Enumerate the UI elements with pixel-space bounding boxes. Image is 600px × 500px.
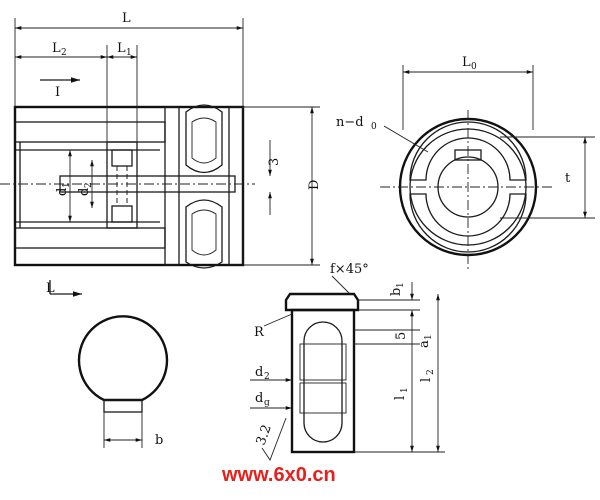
svg-text:2: 2	[426, 369, 436, 375]
label-L2: L	[52, 41, 61, 56]
label-L: L	[122, 11, 131, 26]
watermark: www.6x0.cn	[221, 464, 336, 486]
svg-text:1: 1	[424, 334, 434, 340]
label-roughness: 3.2	[254, 423, 275, 448]
pin-view: f×45° b 1 5 a 1 R l 1 l 2 d 2 d g 3.2	[250, 262, 445, 461]
label-fx45: f×45°	[330, 262, 369, 277]
label-n-d0: n−d	[336, 115, 364, 130]
label-L0: L	[462, 55, 471, 70]
pin-hole	[106, 141, 138, 229]
label-l2: l	[419, 378, 434, 382]
label-b1: b	[389, 288, 404, 296]
label-d1: d	[55, 188, 70, 196]
label-b: b	[155, 433, 163, 448]
svg-text:1: 1	[62, 182, 72, 188]
svg-text:2: 2	[61, 48, 67, 58]
shaft-cross-section	[77, 315, 169, 402]
label-R: R	[254, 325, 265, 340]
end-view-upper-section	[409, 121, 527, 181]
roller-lower	[185, 199, 223, 269]
section-view: L L 2 L 1 I D 3 d 1 d 2 L	[0, 11, 322, 297]
end-view-lower-section	[409, 193, 527, 253]
svg-text:2: 2	[84, 182, 94, 188]
section-mark-I: I	[55, 85, 60, 100]
svg-text:0: 0	[371, 122, 377, 132]
label-3: 3	[267, 158, 282, 166]
label-L1: L	[117, 41, 126, 56]
shaft-section: b	[77, 315, 169, 448]
pin-slot	[303, 321, 343, 443]
label-d2: d	[77, 188, 92, 196]
label-a1: a	[417, 340, 432, 348]
keyway	[103, 399, 143, 413]
label-dg: d	[255, 391, 263, 406]
coupling-body-outline	[13, 105, 245, 267]
svg-text:1: 1	[396, 282, 406, 288]
pin-head	[284, 292, 360, 312]
lower-wall-section	[14, 227, 166, 249]
label-t: t	[565, 171, 571, 186]
svg-text:2: 2	[264, 372, 270, 382]
section-mark-L: L	[46, 281, 55, 296]
label-D: D	[307, 180, 322, 190]
svg-text:0: 0	[471, 62, 477, 72]
roughness-symbol	[261, 417, 287, 461]
roller-upper	[185, 104, 223, 174]
label-5: 5	[394, 332, 409, 340]
svg-text:1: 1	[126, 48, 132, 58]
upper-wall-section	[14, 121, 166, 143]
label-d2-pin: d	[255, 365, 263, 380]
pin-body	[290, 308, 356, 454]
svg-text:g: g	[264, 398, 270, 408]
label-l1: l	[393, 396, 408, 400]
svg-text:1: 1	[400, 387, 410, 393]
end-view: L 0 n−d 0 t	[336, 55, 595, 270]
